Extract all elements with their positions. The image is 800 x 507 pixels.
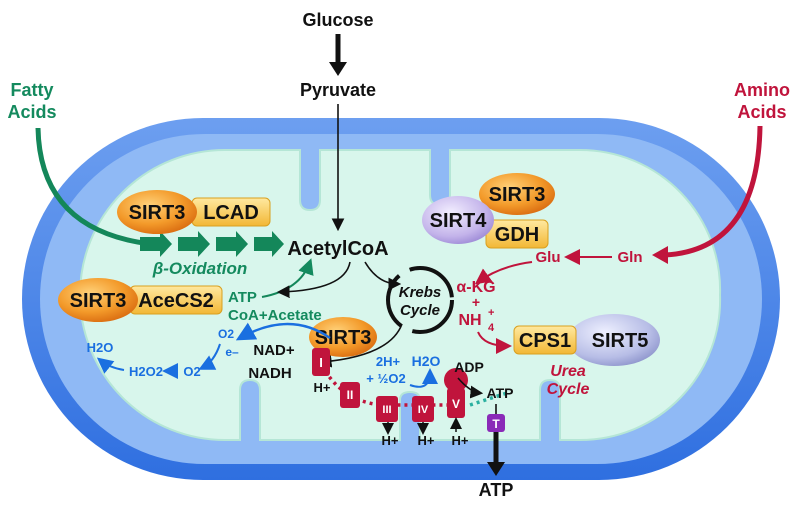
gln-label: Gln <box>618 249 643 266</box>
urea-cycle-line2: Cycle <box>547 381 590 398</box>
amino-acids-label-line2: Acids <box>737 102 786 122</box>
acetylcoa-to-acecs2-arrow <box>276 261 351 299</box>
nh4-label: NH <box>458 312 481 329</box>
adp-to-atp-arrow <box>457 377 484 399</box>
cps1-label: CPS1 <box>519 330 571 352</box>
complex-iv-label: IV <box>418 404 429 416</box>
sirt5-label: SIRT5 <box>592 330 649 352</box>
krebs-label-line2: Cycle <box>400 302 440 319</box>
amino-acids-label-line1: Amino <box>734 80 790 100</box>
glu-label: Glu <box>536 249 561 266</box>
sirt4-oval <box>422 196 494 244</box>
glucose-label: Glucose <box>302 10 373 30</box>
superoxide-label: O2 <box>183 364 200 379</box>
pyruvate-label: Pyruvate <box>300 80 376 100</box>
electron-path-to-v <box>469 390 511 407</box>
e-minus-label: e– <box>225 345 239 359</box>
atp-label: ATP <box>228 289 257 306</box>
nad-plus-label: NAD+ <box>253 342 294 359</box>
h-plus-complex-iii: H+ <box>382 433 399 448</box>
h-plus-complex-i: H+ <box>314 380 331 395</box>
two-h-plus-label: 2H+ <box>376 354 401 369</box>
fatty-acids-label-line2: Acids <box>7 102 56 122</box>
h-plus-complex-iv: H+ <box>418 433 435 448</box>
plus-label: + <box>472 294 480 310</box>
h2o2-label: H2O2 <box>129 364 163 379</box>
amino-acids-arrowhead <box>652 246 668 264</box>
adp-label: ADP <box>454 359 484 375</box>
o2-to-superoxide-arrow <box>198 343 221 370</box>
transporter-label: T <box>492 417 500 431</box>
acetylcoa-label: AcetylCoA <box>287 238 388 260</box>
sirt4-label: SIRT4 <box>430 210 488 232</box>
acecs2-label: AceCS2 <box>138 290 214 312</box>
glu-to-akg-arrow <box>474 261 533 285</box>
o2-to-h2o-arrow <box>409 368 438 388</box>
fatty-acids-arrow <box>35 127 151 247</box>
h2o2-to-h2o-arrow <box>96 357 125 374</box>
complex-i-to-o2-arrow <box>235 322 331 341</box>
complex-v-head <box>444 368 468 392</box>
sirt3-acecs2-oval <box>58 278 138 322</box>
acetate-to-acetylcoa-arrow <box>261 258 314 298</box>
atp-out-label: ATP <box>479 480 514 500</box>
complex-ii-label: II <box>347 388 354 402</box>
complex-iv <box>412 396 434 422</box>
alpha-kg-label: α-KG <box>456 279 495 296</box>
acetylcoa-to-krebs-arrow <box>364 261 402 291</box>
sirt3-gdh-label: SIRT3 <box>489 184 546 206</box>
urea-cycle-line1: Urea <box>550 363 586 380</box>
complex-v <box>447 388 465 418</box>
complex-v-label: V <box>452 397 460 411</box>
transporter <box>487 414 505 432</box>
nh4-subscript: 4 <box>488 322 495 334</box>
o2-label: O2 <box>218 327 234 341</box>
nh4-to-cps1-arrow <box>477 331 512 354</box>
beta-oxidation-arrows <box>140 231 284 257</box>
gdh-label: GDH <box>495 224 539 246</box>
cps1-box <box>513 325 577 355</box>
atp-synth-label: ATP <box>487 385 514 401</box>
sirt3-acecs2-label: SIRT3 <box>70 290 127 312</box>
krebs-label-line1: Krebs <box>399 284 442 301</box>
sirt3-complex-label: SIRT3 <box>315 327 372 349</box>
half-o2-label: + ½O2 <box>366 371 405 386</box>
krebs-to-nadh-arrow <box>318 323 403 368</box>
atp-out-arrowhead <box>487 462 505 476</box>
fatty-acids-label-line1: Fatty <box>10 80 53 100</box>
sirt3-gdh-oval <box>479 173 555 215</box>
nadh-label: NADH <box>248 365 291 382</box>
sirt3-lcad-oval <box>117 190 197 234</box>
h-plus-complex-v: H+ <box>452 433 469 448</box>
complex-ii <box>340 382 360 408</box>
krebs-cycle-ring <box>386 266 454 334</box>
glucose-arrowhead <box>329 62 347 76</box>
nh4-superscript: + <box>488 307 494 319</box>
complex-iii <box>376 396 398 422</box>
lcad-label: LCAD <box>203 202 259 224</box>
complex-i <box>312 348 330 376</box>
sirt3-complex-oval <box>309 317 377 357</box>
sirt5-oval <box>568 314 660 366</box>
complex-iii-label: III <box>382 404 391 416</box>
sirt3-lcad-label: SIRT3 <box>129 202 186 224</box>
h2o-ros-label: H2O <box>87 340 114 355</box>
beta-oxidation-label: β-Oxidation <box>152 259 248 278</box>
h2o-iv-label: H2O <box>412 353 441 369</box>
amino-acids-arrow <box>664 125 763 258</box>
complex-i-label: I <box>319 355 323 370</box>
coa-acetate-label: CoA+Acetate <box>228 307 322 324</box>
